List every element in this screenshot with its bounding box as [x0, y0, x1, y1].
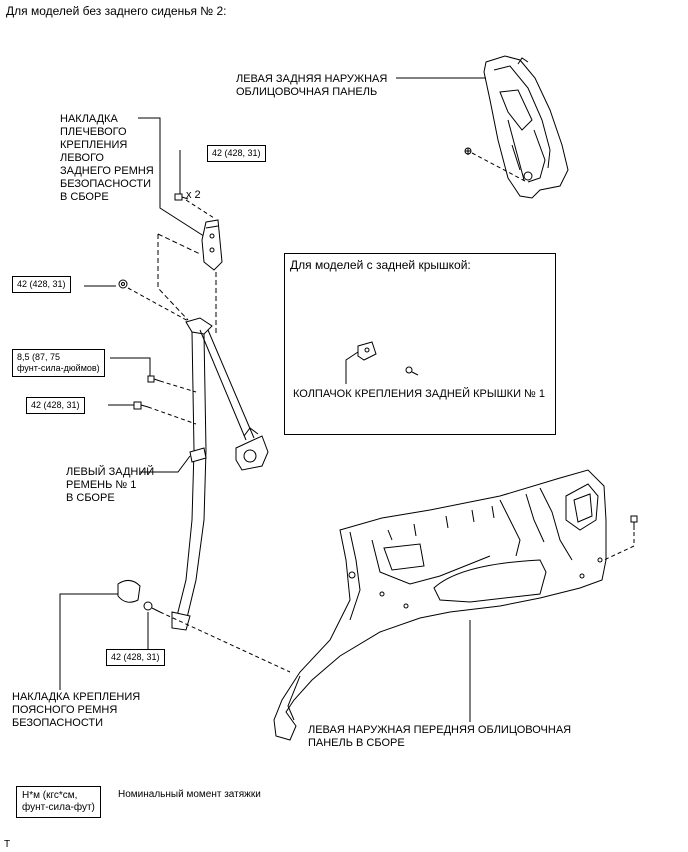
lap-anchor-cover-shape [117, 580, 141, 603]
front-panel-clip [630, 515, 638, 530]
leader-shoulder-cover [138, 117, 211, 241]
page-header: Для моделей без заднего сиденья № 2: [6, 4, 227, 18]
front-outer-panel-drawing [273, 469, 607, 741]
seat-belt-webbing [171, 317, 255, 631]
torque-box-upper-nut: 42 (428, 31) [12, 276, 71, 293]
rear-belt-label: ЛЕВЫЙ ЗАДНИЙ РЕМЕНЬ № 1 В СБОРЕ [66, 466, 155, 504]
times-two-label: x 2 [186, 189, 201, 201]
rear-outer-panel-label: ЛЕВАЯ ЗАДНЯЯ НАРУЖНАЯ ОБЛИЦОВОЧНАЯ ПАНЕЛ… [236, 73, 388, 98]
shoulder-anchor-bracket [201, 219, 223, 271]
small-bolt-icon [147, 375, 161, 383]
belt-retractor [235, 427, 269, 471]
shoulder-bolt-icon [174, 193, 189, 201]
lower-bolt-icon [143, 601, 161, 613]
rear-outer-panel-drawing [483, 55, 569, 199]
t4-bolt-icon [133, 401, 149, 410]
inset-title: Для моделей с задней крышкой: [290, 258, 471, 272]
torque-box-belt-bolt: 42 (428, 31) [26, 397, 85, 414]
torque-box-small-bolt: 8,5 (87, 75 фунт-сила-дюймов) [12, 349, 105, 377]
torque-box-shoulder: 42 (428, 31) [207, 145, 266, 162]
torque-legend-text: Номинальный момент затяжки [118, 789, 261, 800]
torque-legend-box: Н*м (кгс*см, фунт-сила-фут) [16, 786, 101, 818]
leader-cap [345, 351, 359, 384]
tailgate-cap-label: КОЛПАЧОК КРЕПЛЕНИЯ ЗАДНЕЙ КРЫШКИ № 1 [293, 388, 546, 400]
leader-t3 [110, 357, 151, 376]
tailgate-cap-shape [357, 341, 377, 361]
tailgate-inset: Для моделей с задней крышкой: КОЛПАЧОК К… [284, 253, 556, 435]
front-outer-panel-label: ЛЕВАЯ НАРУЖНАЯ ПЕРЕДНЯЯ ОБЛИЦОВОЧНАЯ ПАН… [308, 724, 572, 749]
rear-panel-clip [464, 147, 472, 155]
lap-anchor-cover-label: НАКЛАДКА КРЕПЛЕНИЯ ПОЯСНОГО РЕМНЯ БЕЗОПА… [12, 691, 141, 729]
footer-code: T [4, 839, 11, 850]
shoulder-anchor-cover-label: НАКЛАДКА ПЛЕЧЕВОГО КРЕПЛЕНИЯ ЛЕВОГО ЗАДН… [60, 113, 154, 203]
torque-box-lower-bolt: 42 (428, 31) [106, 649, 165, 666]
leader-lap-cover [59, 593, 118, 690]
inset-screw-icon [405, 366, 419, 376]
upper-nut-icon [118, 279, 128, 289]
